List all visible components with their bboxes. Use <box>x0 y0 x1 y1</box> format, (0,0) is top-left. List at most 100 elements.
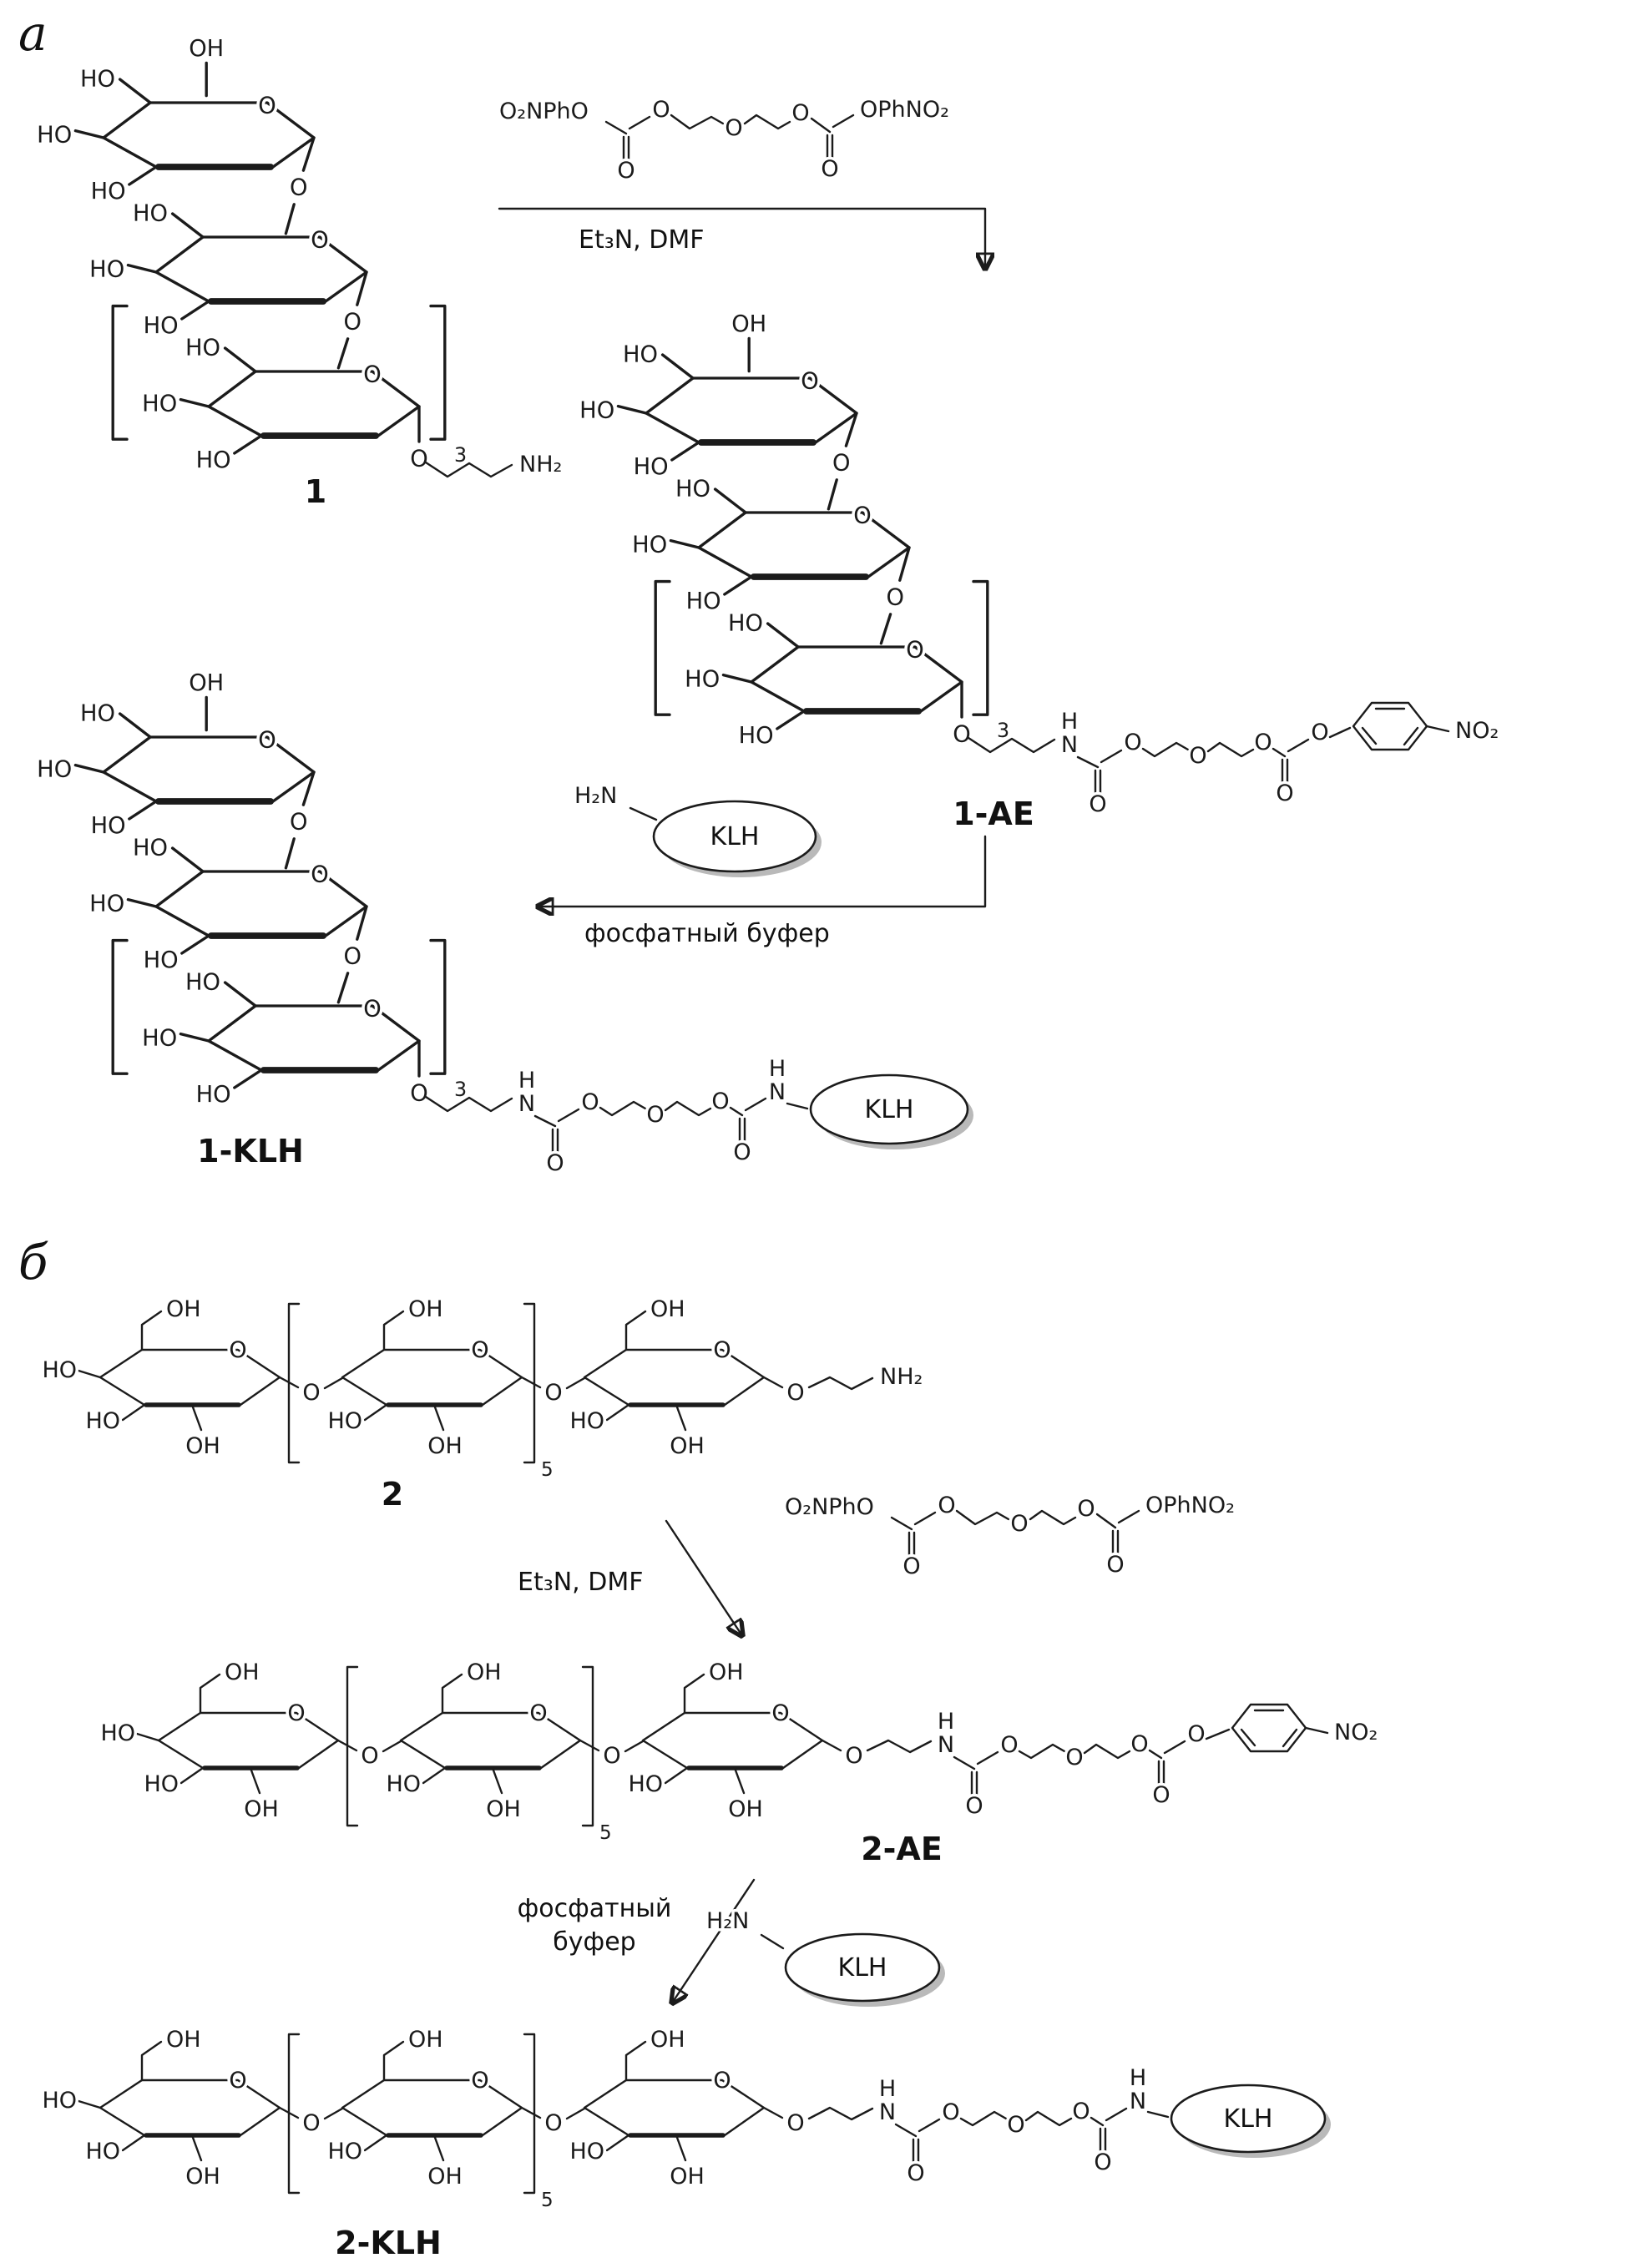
compound-2ae-label: 2-AE <box>861 1831 943 1867</box>
bond <box>1076 755 1100 769</box>
conditions-label: Et₃N, DMF <box>518 1568 644 1597</box>
carbonyl-oxygen-label: O <box>1094 2149 1111 2175</box>
bond <box>557 1108 580 1123</box>
panel-a-label: а <box>18 5 48 62</box>
glycosidic-oxygen-label: O <box>343 310 361 336</box>
hydroxyl-label: HO <box>80 66 115 92</box>
hydroxyl-label: OH <box>166 2027 201 2053</box>
hydroxyl-label: HO <box>739 723 774 749</box>
conditions-label-line2: буфер <box>553 1927 635 1957</box>
bond <box>894 2123 918 2138</box>
benzene-ring <box>1231 1703 1307 1753</box>
ring-oxygen-label: O <box>363 362 382 388</box>
hydroxyl-label: HO <box>144 313 179 339</box>
bond <box>1206 741 1255 758</box>
bond <box>1141 741 1190 758</box>
bond <box>520 2106 542 2119</box>
hydroxyl-label: HO <box>386 1771 421 1797</box>
nitrophenyl-ring: NO₂ <box>1352 701 1502 751</box>
bond <box>1117 1509 1140 1524</box>
ether-oxygen-label: O <box>725 115 742 141</box>
klh-label: KLH <box>865 1095 914 1124</box>
arrow-line <box>498 207 985 267</box>
glycosidic-oxygen-label: O <box>544 2110 562 2136</box>
hydroxyl-label: HO <box>42 1357 77 1383</box>
amine-label: H₂N <box>706 1908 749 1934</box>
bond <box>821 1739 842 1752</box>
bond <box>664 1100 712 1117</box>
compound-2klh: OH O HO OH HO O OH O HO OH O OH O HO OH … <box>39 2024 1331 2261</box>
hydroxyl-label: HO <box>185 335 220 361</box>
hydroxyl-label: HO <box>85 1408 120 1434</box>
anomeric-oxygen-label: O <box>410 446 428 472</box>
bond <box>599 1100 647 1117</box>
glycosidic-oxygen-label: O <box>832 451 851 477</box>
glucose-ring: OH O HO OH HO <box>98 1657 338 1826</box>
hydroxyl-label: OH <box>650 2027 685 2053</box>
arrow-line <box>673 1878 756 2002</box>
glucose-ring: OH O HO OH <box>625 1657 822 1826</box>
mannose-ring: O HO HO HO <box>139 332 419 476</box>
ester-oxygen-label: O <box>652 97 670 123</box>
bond <box>1083 1743 1131 1760</box>
bracket-left <box>654 579 671 716</box>
hydroxyl-label: HO <box>100 1720 135 1746</box>
bond <box>760 1933 785 1950</box>
ring-oxygen-label: O <box>258 728 276 754</box>
nitrogen-label: N <box>1061 732 1078 758</box>
bond <box>1105 2107 1128 2122</box>
bond <box>1148 1749 1163 1760</box>
carbonyl-oxygen-label: O <box>617 158 635 184</box>
bond <box>628 115 651 130</box>
hydroxyl-label: OH <box>467 1659 502 1685</box>
bond <box>323 1376 344 1390</box>
mannose-ring: O HO HO HO <box>87 198 367 341</box>
compound-1: OH O HO HO HO O O HO HO HO O O HO HO <box>34 33 565 510</box>
ether-oxygen-label: O <box>1010 1511 1028 1537</box>
reaction-arrow-b2: фосфатный буфер H₂N KLH <box>518 1878 945 2007</box>
bond <box>807 1376 874 1391</box>
hydroxyl-label: HO <box>91 813 126 839</box>
bond <box>284 837 296 870</box>
glycosidic-linkage: O <box>284 770 316 870</box>
bond <box>786 1102 809 1110</box>
phenolic-oxygen-label: O <box>1187 1721 1205 1747</box>
glycosidic-linkage: O <box>284 136 316 235</box>
hydroxyl-label: HO <box>133 200 168 226</box>
bond <box>844 412 858 447</box>
ether-oxygen-label: O <box>1189 743 1206 769</box>
carbamate-nitrophenyl-linker: O N H O O O O O O NO₂ <box>821 1703 1381 1822</box>
hydroxyl-label: OH <box>185 1433 220 1459</box>
hydroxyl-label: HO <box>634 454 669 480</box>
bracket-right <box>523 2033 536 2195</box>
bracket-right <box>523 1302 536 1464</box>
bond <box>890 1516 913 1531</box>
ring-oxygen-label: O <box>229 1337 246 1363</box>
repeat-bracket: 3 <box>111 304 469 469</box>
hydroxyl-label: HO <box>728 610 763 636</box>
bond <box>953 1755 976 1770</box>
bond <box>1163 1740 1186 1755</box>
hydroxyl-label: HO <box>628 1771 663 1797</box>
ring-oxygen-label: O <box>363 997 382 1023</box>
hydroxyl-label: HO <box>196 1082 231 1108</box>
carbonyl-oxygen-label: O <box>907 2160 924 2186</box>
compound-1ae: OH O HO HO HO O O HO HO HO O O HO HO <box>577 309 1502 832</box>
hydroxyl-label: OH <box>731 311 766 337</box>
ring-oxygen-label: O <box>713 1337 731 1363</box>
aminopropyl-chain: NH₂ <box>424 449 565 481</box>
hydroxyl-label: HO <box>133 835 168 861</box>
klh-carrier <box>809 1073 969 1145</box>
hydroxyl-label: OH <box>670 1433 705 1459</box>
ring-oxygen-label: O <box>713 2068 731 2094</box>
klh-carrier <box>1170 2084 1327 2154</box>
aminopropyl-chain: O NH₂ <box>762 1361 926 1409</box>
bond <box>336 337 350 370</box>
glycosidic-linkage: O <box>827 412 858 511</box>
bond <box>1304 1726 1329 1735</box>
bond <box>967 736 1056 754</box>
hydroxyl-label: HO <box>89 257 124 283</box>
bracket-left <box>287 2033 301 2195</box>
carbonyl-oxygen-label: O <box>546 1150 564 1176</box>
